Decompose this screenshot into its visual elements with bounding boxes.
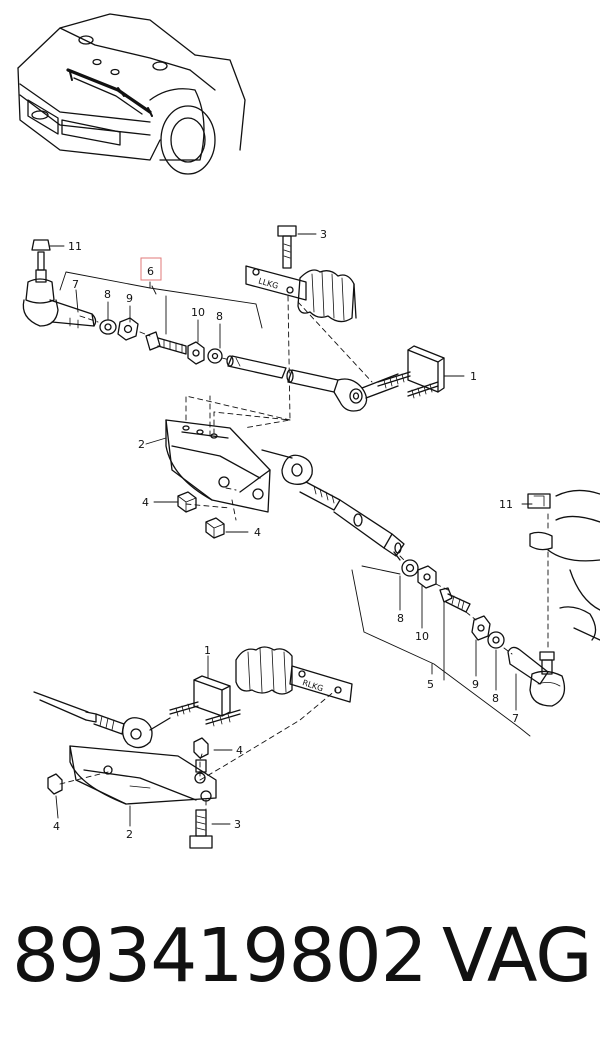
label-locknut-left: 10 bbox=[191, 306, 205, 319]
small-parts-right bbox=[401, 559, 505, 649]
lower-tie-rod bbox=[33, 691, 171, 749]
bracket-plate bbox=[165, 419, 271, 513]
tie-rod-end-left bbox=[22, 239, 97, 329]
small-parts-left bbox=[99, 317, 223, 365]
label-washer-left: 8 bbox=[104, 288, 111, 301]
label-nut-plate-b: 4 bbox=[254, 526, 261, 539]
plate-nuts bbox=[177, 491, 225, 539]
label-bottom-bracket: 1 bbox=[204, 644, 211, 657]
label-right-ball-nut: 11 bbox=[499, 498, 513, 511]
label-spacer-left: 8 bbox=[216, 310, 223, 323]
brand-name: VAG bbox=[442, 913, 593, 999]
footer-caption: 893419802 VAG bbox=[0, 900, 600, 1020]
part-number: 893419802 bbox=[12, 913, 428, 999]
label-spacer-right: 8 bbox=[397, 612, 404, 625]
highlight-box bbox=[140, 257, 162, 281]
label-tie-rod-end-left: 7 bbox=[72, 278, 79, 291]
label-tie-rod-end-right: 7 bbox=[512, 712, 519, 725]
upper-rack-stub bbox=[245, 225, 357, 323]
label-locknut-right: 10 bbox=[415, 630, 429, 643]
label-bracket-right: 1 bbox=[470, 370, 477, 383]
label-top-bolt: 3 bbox=[320, 228, 327, 241]
leader-lines bbox=[49, 233, 533, 827]
label-bottom-plate: 2 bbox=[126, 828, 133, 841]
label-bottom-nut-b: 4 bbox=[53, 820, 60, 833]
tie-rod-tube bbox=[226, 355, 399, 412]
tie-rod-end-right bbox=[507, 489, 600, 707]
label-bracket-plate: 2 bbox=[138, 438, 145, 451]
label-group-bottom: 5 bbox=[427, 678, 434, 691]
bracket-right bbox=[377, 345, 445, 399]
main-tie-rod bbox=[261, 449, 405, 561]
car-location-thumbnail bbox=[17, 13, 246, 175]
label-washer-right: 8 bbox=[492, 692, 499, 705]
label-nut-right: 9 bbox=[472, 678, 479, 691]
lower-hardware bbox=[47, 737, 213, 849]
label-bottom-bolt: 3 bbox=[234, 818, 241, 831]
guide-lines bbox=[59, 295, 549, 811]
lower-bracket bbox=[169, 675, 241, 727]
lower-rack-and-boot bbox=[235, 646, 353, 703]
label-group-top: 6 bbox=[147, 265, 154, 278]
lower-plate bbox=[69, 745, 217, 805]
label-nut-plate-a: 4 bbox=[142, 496, 149, 509]
label-nut-left: 9 bbox=[126, 292, 133, 305]
label-top-ball-nut: 11 bbox=[68, 240, 82, 253]
label-bottom-nut-a: 4 bbox=[236, 744, 243, 757]
